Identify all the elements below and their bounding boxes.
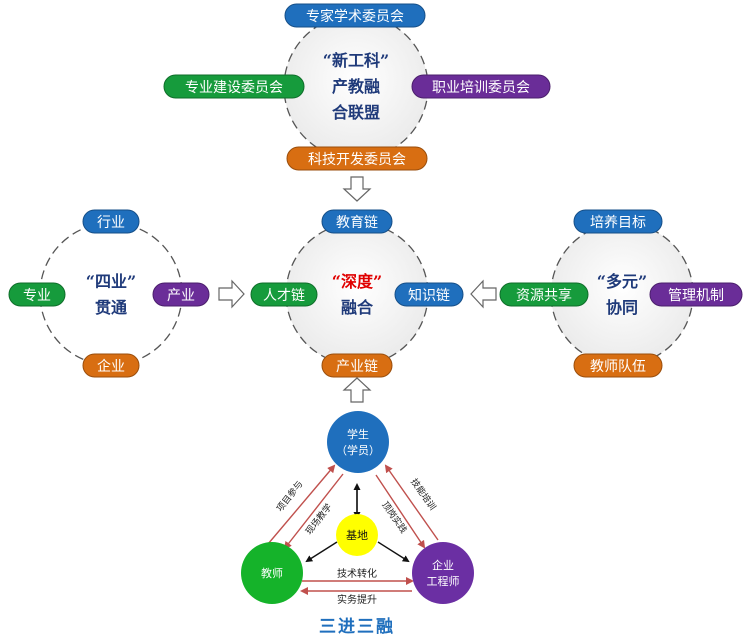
edge-label-project: 项目参与 xyxy=(274,478,306,514)
knowledge-chain-label: 知识链 xyxy=(408,287,450,304)
middle-cluster: “深度” 融合 教育链 人才链 知识链 产业链 xyxy=(250,209,464,378)
education-chain-label: 教育链 xyxy=(336,215,378,231)
committee-major-pill: 专业建设委员会 xyxy=(163,74,305,99)
student-node: 学生 （学员） xyxy=(327,411,389,473)
teacher-team-pill: 教师队伍 xyxy=(573,353,663,378)
base-link-teacher xyxy=(305,541,338,563)
enterprise-label: 企业 xyxy=(97,358,125,375)
base-node: 基地 xyxy=(336,514,378,556)
right-cluster-center-line-1: “多元” xyxy=(597,272,647,291)
education-chain-pill: 教育链 xyxy=(321,209,393,234)
triangle-diagram: 项目参与 现场教学 技能培训 顶岗实践 技术转化 实务提升 学生 （学员） 基地… xyxy=(241,411,474,637)
resource-sharing-label: 资源共享 xyxy=(516,287,572,304)
training-goal-pill: 培养目标 xyxy=(573,209,663,234)
committee-expert-label: 专家学术委员会 xyxy=(306,8,404,25)
talent-chain-label: 人才链 xyxy=(263,288,305,304)
engineer-label-1: 企业 xyxy=(432,558,454,572)
edge-label-post: 顶岗实践 xyxy=(379,499,409,535)
arrow-left-to-middle xyxy=(218,279,245,309)
major-label: 专业 xyxy=(23,288,51,304)
management-mechanism-label: 管理机制 xyxy=(668,288,724,304)
major-pill: 专业 xyxy=(8,282,66,307)
industry-sector-label: 行业 xyxy=(97,215,125,231)
industry-pill: 产业 xyxy=(152,282,210,307)
base-link-engineer xyxy=(377,541,410,563)
edge-label-tech-transfer: 技术转化 xyxy=(337,567,377,580)
committee-training-label: 职业培训委员会 xyxy=(432,80,530,96)
management-mechanism-pill: 管理机制 xyxy=(649,282,743,307)
base-label: 基地 xyxy=(346,529,368,542)
arrow-triangle-to-middle xyxy=(342,377,372,403)
teacher-team-label: 教师队伍 xyxy=(590,359,646,375)
knowledge-chain-pill: 知识链 xyxy=(394,282,464,307)
left-cluster-center-line-1: “四业” xyxy=(86,272,136,291)
teacher-label: 教师 xyxy=(261,567,283,580)
arrow-right-to-middle xyxy=(470,279,497,309)
training-goal-label: 培养目标 xyxy=(590,215,646,231)
talent-chain-pill: 人才链 xyxy=(250,282,318,307)
top-cluster: “新工科” 产教融 合联盟 专家学术委员会 专业建设委员会 职业培训委员会 科技… xyxy=(163,3,551,171)
student-label-2: （学员） xyxy=(336,443,380,457)
top-cluster-center-line-3: 合联盟 xyxy=(332,103,380,122)
top-cluster-center-line-1: “新工科” xyxy=(323,51,389,70)
edge-student-to-teacher-onsite xyxy=(283,473,344,550)
industry-sector-pill: 行业 xyxy=(82,209,140,234)
engineer-label-2: 工程师 xyxy=(427,575,460,588)
resource-sharing-pill: 资源共享 xyxy=(499,282,589,307)
committee-major-label: 专业建设委员会 xyxy=(185,80,283,96)
middle-cluster-center-line-2: 融合 xyxy=(341,298,374,317)
edge-label-practice: 实务提升 xyxy=(337,593,377,606)
edge-label-skills: 技能培训 xyxy=(408,476,438,512)
engineer-node: 企业 工程师 xyxy=(412,542,474,604)
industry-chain-pill: 产业链 xyxy=(321,353,393,378)
edge-teacher-to-student-project xyxy=(267,464,336,545)
committee-tech-label: 科技开发委员会 xyxy=(308,152,406,168)
teacher-node: 教师 xyxy=(241,542,303,604)
arrow-top-to-middle xyxy=(342,176,372,202)
top-cluster-center-line-2: 产教融 xyxy=(332,77,380,96)
industry-chain-label: 产业链 xyxy=(336,359,378,375)
triangle-caption: 三进三融 xyxy=(319,617,395,637)
right-cluster: “多元” 协同 培养目标 资源共享 管理机制 教师队伍 xyxy=(499,209,743,378)
left-cluster: “四业” 贯通 行业 专业 产业 企业 xyxy=(8,209,210,378)
committee-expert-pill: 专家学术委员会 xyxy=(284,3,426,28)
edge-student-to-engineer-post xyxy=(375,474,426,549)
right-cluster-center-line-2: 协同 xyxy=(606,298,638,317)
middle-cluster-center-line-1: “深度” xyxy=(332,272,382,291)
committee-tech-pill: 科技开发委员会 xyxy=(286,146,428,171)
edge-engineer-to-student-skills xyxy=(384,464,439,541)
industry-label: 产业 xyxy=(167,288,195,304)
enterprise-pill: 企业 xyxy=(82,353,140,378)
left-cluster-center-line-2: 贯通 xyxy=(95,298,127,317)
student-label-1: 学生 xyxy=(347,427,369,441)
committee-training-pill: 职业培训委员会 xyxy=(411,74,551,99)
